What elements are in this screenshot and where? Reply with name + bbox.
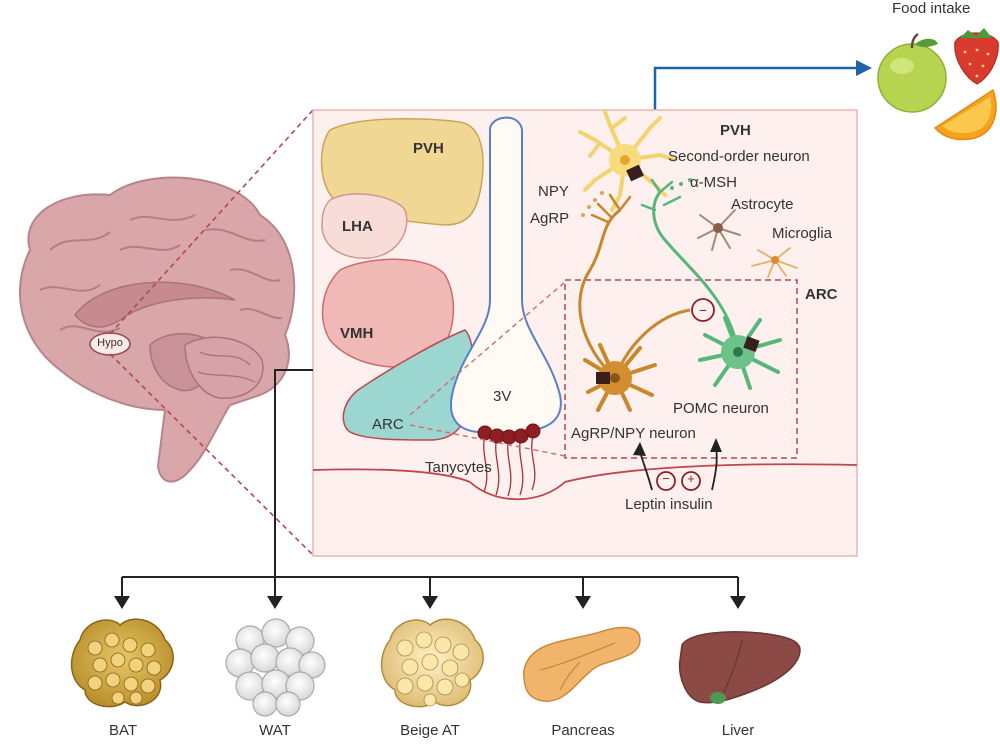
region-lha xyxy=(321,193,408,259)
median-eminence-line xyxy=(312,463,858,501)
orange-icon xyxy=(933,88,997,141)
target-bat-label: BAT xyxy=(108,722,138,739)
leptin-minus-sign: − xyxy=(662,471,670,486)
beige-at-icon xyxy=(380,618,484,708)
target-wat-label: WAT xyxy=(259,722,291,739)
apple-icon xyxy=(877,32,947,113)
target-liver-label: Liver xyxy=(721,722,755,739)
region-arc-label: ARC xyxy=(372,416,404,433)
output-tree xyxy=(121,369,739,598)
strawberry-icon xyxy=(954,28,999,85)
tanycytes xyxy=(477,423,541,497)
second-order-neuron-label: Second-order neuron xyxy=(668,148,810,165)
pomc-neuron-label: POMC neuron xyxy=(673,400,769,417)
wat-icon xyxy=(225,618,326,717)
microglia-icon xyxy=(751,247,798,278)
microglia-label: Microglia xyxy=(772,225,833,242)
astrocyte-icon xyxy=(697,209,741,251)
agrp-npy-neuron xyxy=(578,191,691,412)
brain-icon xyxy=(19,176,296,483)
astrocyte-label: Astrocyte xyxy=(731,196,794,213)
pancreas-icon xyxy=(523,626,641,702)
food-intake-label: Food intake xyxy=(892,0,971,17)
arc-detail-box xyxy=(564,279,798,459)
region-lha-label: LHA xyxy=(342,218,373,235)
pvh-neuron xyxy=(578,110,677,212)
insulin-plus-sign: + xyxy=(687,471,695,486)
insulin-plus-icon xyxy=(681,471,701,491)
food-intake-arrow xyxy=(653,60,872,125)
arc-zoom-lines xyxy=(409,281,566,457)
target-beige-at-label: Beige AT xyxy=(400,722,460,739)
output-arrowheads xyxy=(114,596,746,609)
third-ventricle xyxy=(450,116,562,433)
pvh-heading: PVH xyxy=(720,122,751,139)
region-pvh-label: PVH xyxy=(413,140,444,157)
inhibition-minus-icon xyxy=(691,298,715,322)
hypo-label: Hypo xyxy=(97,337,123,349)
alpha-msh-label: α-MSH xyxy=(690,174,737,191)
tanycytes-label: Tanycytes xyxy=(425,459,492,476)
bat-icon xyxy=(70,618,174,708)
zoom-lines xyxy=(109,109,314,556)
third-ventricle-label: 3V xyxy=(493,388,512,405)
leptin-insulin-label: Leptin insulin xyxy=(625,496,713,513)
inhibition-minus-sign: − xyxy=(699,302,707,318)
region-vmh-label: VMH xyxy=(340,325,374,342)
arc-box-label: ARC xyxy=(805,286,838,303)
agrp-npy-neuron-label: AgRP/NPY neuron xyxy=(571,425,696,442)
agrp-label: AgRP xyxy=(530,210,570,227)
npy-label: NPY xyxy=(538,183,569,200)
leptin-minus-icon xyxy=(656,471,676,491)
liver-icon xyxy=(678,631,801,704)
pomc-neuron xyxy=(640,178,782,390)
target-pancreas-label: Pancreas xyxy=(551,722,615,739)
